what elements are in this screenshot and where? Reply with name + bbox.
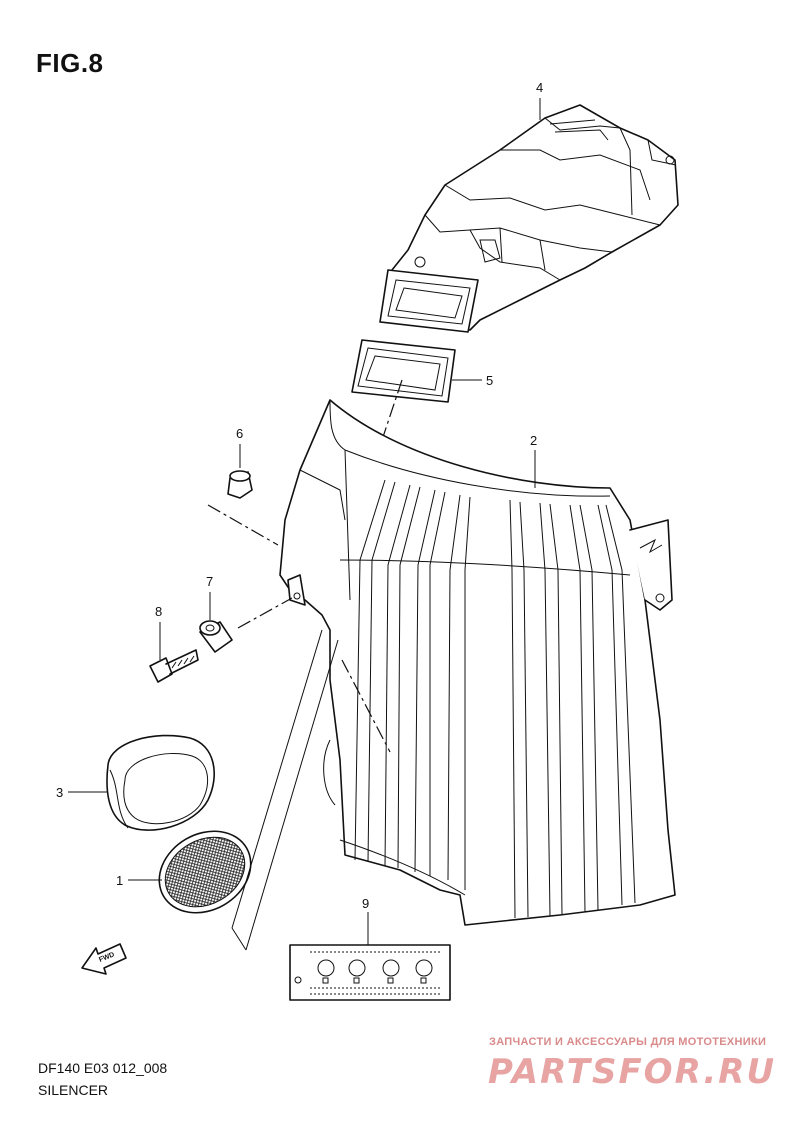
part-4-intake-duct[interactable] [379, 104, 679, 333]
figure-title: FIG.8 [36, 48, 104, 78]
part-label-6: 6 [236, 426, 243, 441]
part-9-caution-label[interactable] [289, 944, 451, 1001]
part-7-collar[interactable] [199, 620, 233, 653]
part-label-9: 9 [362, 896, 369, 911]
watermark-subtitle: ЗАПЧАСТИ И АКСЕССУАРЫ ДЛЯ МОТОТЕХНИКИ [489, 1036, 767, 1048]
part-5-seal[interactable] [351, 339, 456, 403]
part-label-8: 8 [155, 604, 162, 619]
part-label-4: 4 [536, 80, 543, 95]
part-label-3: 3 [56, 785, 63, 800]
part-1-screen-mesh[interactable] [144, 815, 265, 929]
part-8-bolt[interactable] [149, 649, 199, 683]
diagram-code: DF140 E03 012_008 [38, 1060, 168, 1076]
watermark-logo: PARTSFOR.RU [488, 1052, 777, 1092]
part-label-1: 1 [116, 873, 123, 888]
part-label-5: 5 [486, 373, 493, 388]
part-label-2: 2 [530, 433, 537, 448]
part-2-silencer-body[interactable] [279, 399, 676, 926]
diagram-name: SILENCER [38, 1082, 109, 1098]
part-6-grommet[interactable] [227, 470, 253, 499]
fwd-arrow-icon: FWD [81, 943, 127, 975]
part-label-7: 7 [206, 574, 213, 589]
part-3-ring[interactable] [106, 734, 215, 831]
